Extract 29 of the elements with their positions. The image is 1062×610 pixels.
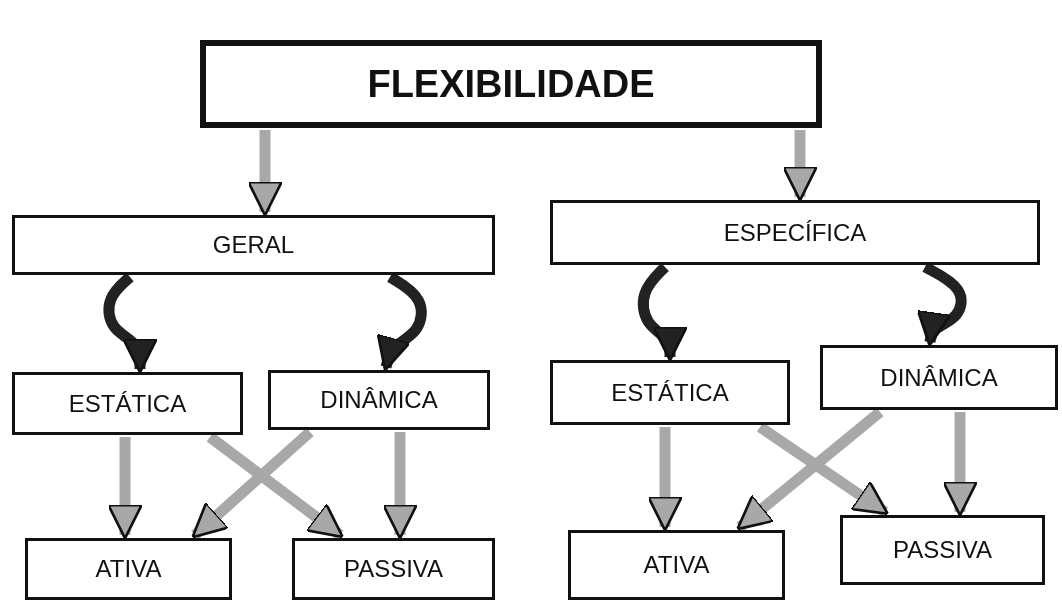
box-label: ATIVA [95,555,162,583]
arrow [782,130,818,202]
box-label: ESTÁTICA [68,389,187,418]
box-label: PASSIVA [892,536,993,564]
arrow [382,432,418,540]
concept-box [820,345,1058,410]
concept-box [292,538,495,600]
box-label: GERAL [212,231,295,259]
arrow [107,437,143,540]
box-label: ATIVA [643,551,710,579]
concept-box [12,215,495,275]
box-label: DINÂMICA [320,386,438,414]
arrow [247,130,283,217]
concept-box [12,372,243,435]
box-label: DINÂMICA [880,363,998,392]
arrow [637,263,688,362]
box-label: FLEXIBILIDADE [367,62,655,106]
arrow [942,412,978,517]
concept-box [550,200,1040,265]
concept-box [268,370,490,430]
title-box [200,40,822,128]
concept-box [840,515,1045,585]
box-label: ESTÁTICA [611,378,729,407]
concept-box [550,360,790,425]
box-label: PASSIVA [343,555,444,583]
box-label: ESPECÍFICA [723,218,867,247]
concept-box [25,538,232,600]
concept-box [568,530,785,600]
arrow [647,427,683,532]
